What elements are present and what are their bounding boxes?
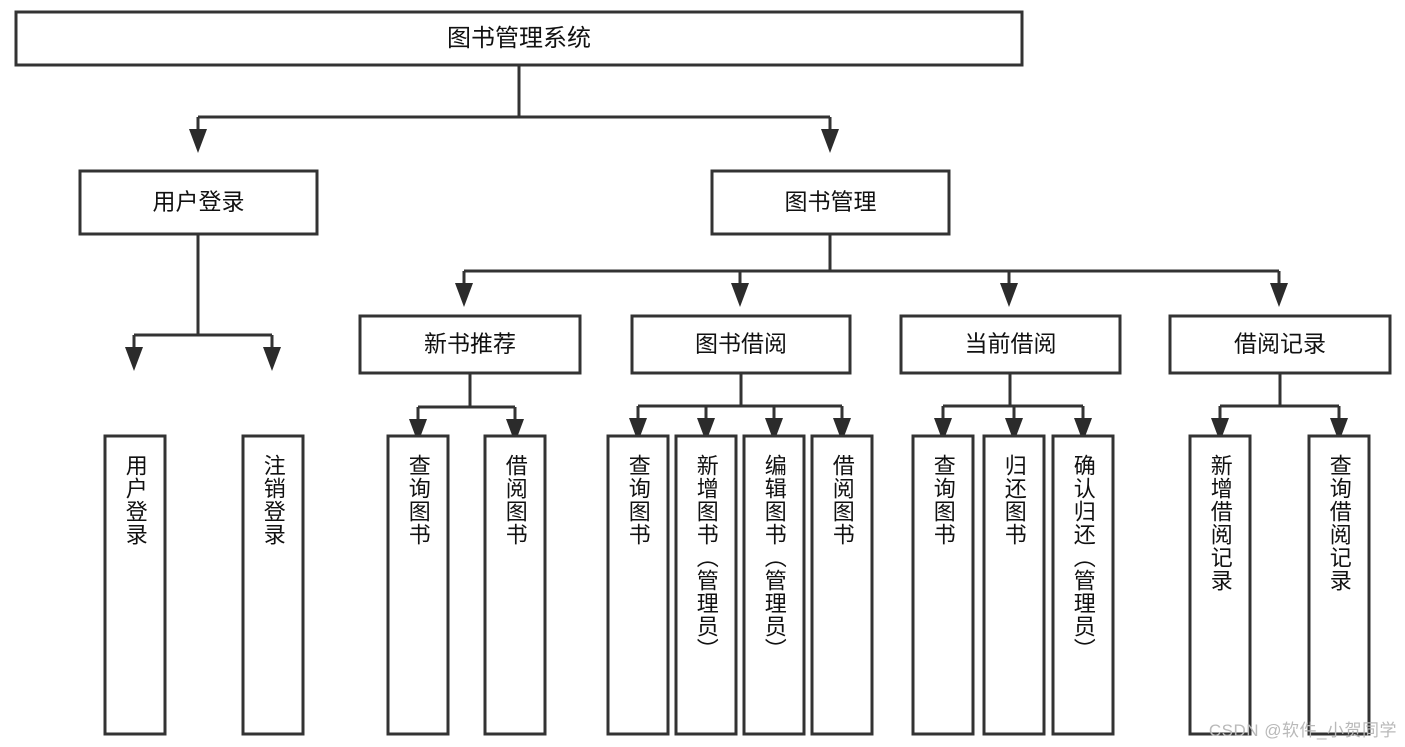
connector-layer [125,65,1348,443]
leaf-node-12-box[interactable] [1307,434,1371,736]
leaf-node-3-box[interactable] [483,434,547,736]
connector-borrow-record-to-leaves-arrow-1 [1330,418,1348,442]
connector-new-book-to-leaves-arrow-0 [409,419,427,443]
level3-node-0[interactable]: 新书推荐 [358,314,582,375]
leaf-node-9-box[interactable] [982,434,1046,736]
connector-new-book-to-leaves [409,373,524,443]
leaf-node-0-box[interactable] [103,434,167,736]
root-node-box[interactable] [14,10,1024,67]
connector-borrow-record-to-leaves-arrow-0 [1211,418,1229,442]
leaf-node-10[interactable] [1051,434,1115,736]
connector-new-book-to-leaves-arrow-1 [506,419,524,443]
connector-book-mgmt-to-level3-arrow-2 [1000,283,1018,307]
level3-node-1[interactable]: 图书借阅 [630,314,852,375]
leaf-node-8-box[interactable] [911,434,975,736]
connector-current-borrow-to-leaves-arrow-0 [934,418,952,442]
connector-book-borrow-to-leaves-arrow-2 [765,418,783,442]
leaf-node-2-box[interactable] [386,434,450,736]
leaf-node-6-box[interactable] [742,434,806,736]
connector-root-to-level2-arrow-0 [189,129,207,153]
root-node[interactable]: 图书管理系统 [14,10,1024,67]
level2-node-1-label: 图书管理 [785,189,877,215]
leaf-node-4[interactable] [606,434,670,736]
level3-node-3[interactable]: 借阅记录 [1168,314,1392,375]
connector-book-mgmt-to-level3-arrow-1 [731,283,749,307]
connector-borrow-record-to-leaves [1211,373,1348,442]
leaf-node-9[interactable] [982,434,1046,736]
leaf-node-10-box[interactable] [1051,434,1115,736]
connector-root-to-level2 [189,65,839,153]
leaf-node-6[interactable] [742,434,806,736]
level3-node-1-box[interactable] [630,314,852,375]
level2-node-1-box[interactable] [710,169,951,236]
level3-node-1-label: 图书借阅 [695,331,787,357]
leaf-node-8[interactable] [911,434,975,736]
leaf-node-2[interactable] [386,434,450,736]
leaf-node-4-box[interactable] [606,434,670,736]
level3-node-0-box[interactable] [358,314,582,375]
level3-node-2-label: 当前借阅 [965,331,1057,357]
leaf-node-1-box[interactable] [241,434,305,736]
root-node-label: 图书管理系统 [447,25,591,52]
level3-node-3-box[interactable] [1168,314,1392,375]
leaf-node-3[interactable] [483,434,547,736]
connector-current-borrow-to-leaves [934,373,1092,442]
leaf-node-7-box[interactable] [810,434,874,736]
connector-current-borrow-to-leaves-arrow-1 [1005,418,1023,442]
connector-current-borrow-to-leaves-arrow-2 [1074,418,1092,442]
level3-node-2-box[interactable] [899,314,1122,375]
level3-node-3-label: 借阅记录 [1234,331,1326,357]
connector-user-login-to-leaves-arrow-1 [263,347,281,371]
leaf-node-11-box[interactable] [1188,434,1252,736]
level2-node-1[interactable]: 图书管理 [710,169,951,236]
connector-book-borrow-to-leaves-arrow-1 [697,418,715,442]
csdn-watermark: CSDN @软件_小贺同学 [1208,721,1397,740]
connector-book-borrow-to-leaves-arrow-0 [629,418,647,442]
connector-book-mgmt-to-level3-arrow-0 [455,283,473,307]
leaf-node-1[interactable] [241,434,305,736]
leaf-node-5-box[interactable] [674,434,738,736]
connector-book-mgmt-to-level3 [455,234,1288,307]
level3-node-2[interactable]: 当前借阅 [899,314,1122,375]
level2-node-0-box[interactable] [78,169,319,236]
level3-node-0-label: 新书推荐 [424,331,516,357]
leaf-node-7[interactable] [810,434,874,736]
level2-node-0-label: 用户登录 [153,189,245,215]
leaf-node-12[interactable] [1307,434,1371,736]
connector-book-borrow-to-leaves-arrow-3 [833,418,851,442]
leaf-node-0[interactable] [103,434,167,736]
leaf-node-5[interactable] [674,434,738,736]
connector-book-borrow-to-leaves [629,373,851,442]
connector-book-mgmt-to-level3-arrow-3 [1270,283,1288,307]
level2-node-0[interactable]: 用户登录 [78,169,319,236]
leaf-node-11[interactable] [1188,434,1252,736]
connector-root-to-level2-arrow-1 [821,129,839,153]
connector-user-login-to-leaves-arrow-0 [125,347,143,371]
connector-user-login-to-leaves [125,234,281,371]
